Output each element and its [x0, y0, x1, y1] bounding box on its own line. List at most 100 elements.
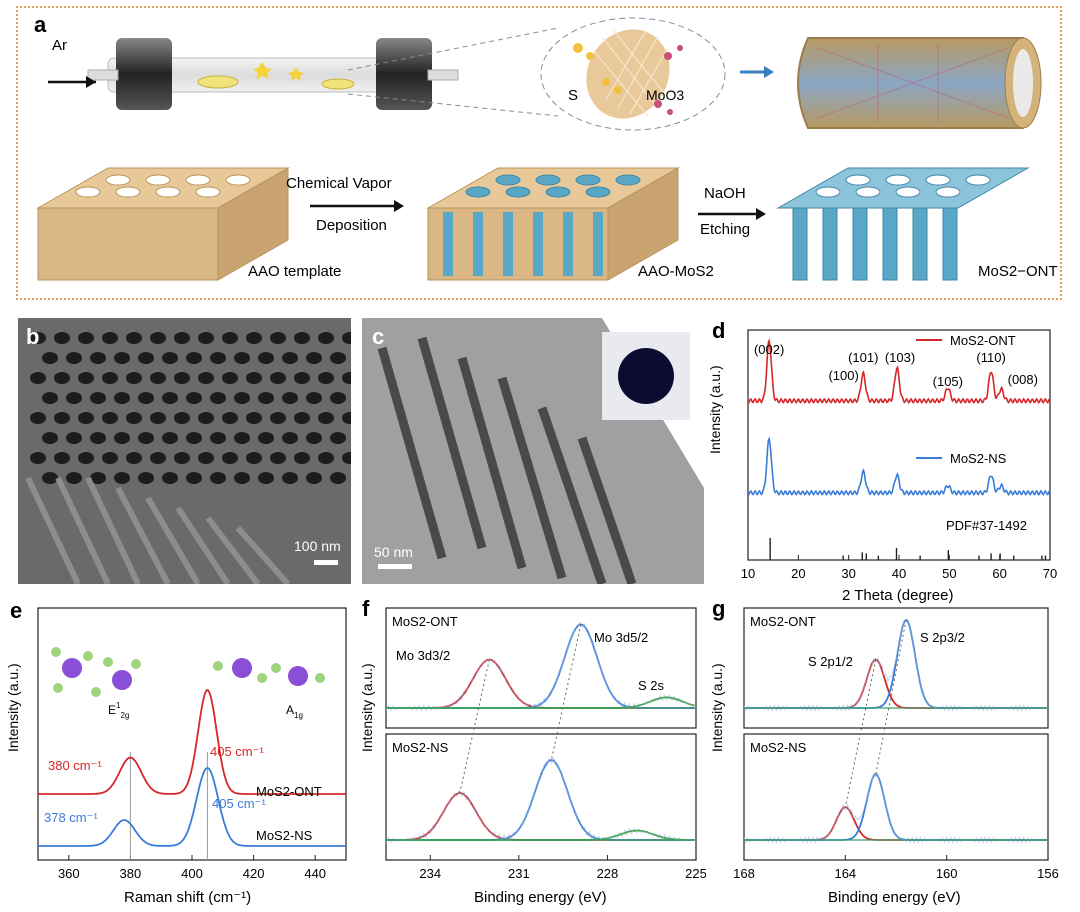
sem-pore	[258, 352, 274, 364]
peak-index-label: (100)	[828, 368, 858, 383]
peak-index-label: (002)	[754, 342, 784, 357]
sem-pore	[150, 452, 166, 464]
x-tick-label: 360	[58, 866, 80, 881]
peak-shift-guide	[875, 619, 907, 775]
x-tick-label: 50	[942, 566, 956, 581]
sem-pore	[186, 392, 202, 404]
sem-pore	[54, 372, 70, 384]
peak-shift-guide	[844, 659, 877, 808]
sem-pore	[306, 432, 322, 444]
sem-pore	[270, 412, 286, 424]
x-tick-label: 168	[733, 866, 755, 881]
sem-pore	[330, 432, 346, 444]
peak-position-label: 378 cm⁻¹	[44, 810, 98, 825]
xps-component-line	[386, 623, 695, 709]
sem-pore	[126, 412, 142, 424]
sem-pore	[270, 452, 286, 464]
sem-pore	[126, 452, 142, 464]
sem-pore	[54, 412, 70, 424]
sem-pore	[186, 472, 202, 484]
sem-texture	[18, 318, 351, 584]
sem-pore	[78, 412, 94, 424]
sem-pore	[198, 452, 214, 464]
panel-a-schematic: a Ar	[34, 12, 1058, 281]
sem-pore	[330, 472, 346, 484]
scale-bar-c	[378, 564, 412, 569]
mode-e2g-label: E12g	[108, 701, 129, 720]
sem-pore	[342, 452, 351, 464]
y-axis-label: Intensity (a.u.)	[707, 365, 723, 454]
sem-pore	[234, 392, 250, 404]
sem-pore	[246, 452, 262, 464]
sem-pore	[66, 392, 82, 404]
sem-pore	[306, 392, 322, 404]
x-tick-label: 164	[834, 866, 856, 881]
scale-label-b: 100 nm	[294, 538, 341, 554]
panel-letter-f: f	[362, 596, 370, 621]
sem-pore	[294, 372, 310, 384]
x-tick-label: 380	[120, 866, 142, 881]
panel-letter-b: b	[26, 324, 40, 349]
sem-pore	[150, 372, 166, 384]
sem-pore	[102, 332, 118, 344]
sem-pore	[222, 332, 238, 344]
sem-pore	[270, 332, 286, 344]
sem-pore	[270, 372, 286, 384]
sem-pore	[342, 372, 351, 384]
x-axis-label: Binding energy (eV)	[474, 889, 607, 906]
sem-pore	[258, 392, 274, 404]
sample-label: MoS2-ONT	[392, 614, 458, 629]
x-tick-label: 20	[791, 566, 805, 581]
sem-pore	[162, 472, 178, 484]
sem-pore	[210, 392, 226, 404]
x-tick-label: 234	[419, 866, 441, 881]
sem-pore	[30, 372, 46, 384]
cvd-step-label-1: Chemical Vapor	[286, 175, 392, 192]
sem-pore	[210, 352, 226, 364]
sem-pore	[222, 372, 238, 384]
molecule-a1g-icon	[213, 658, 325, 686]
sem-pore	[294, 452, 310, 464]
sem-pore	[90, 472, 106, 484]
sem-pore	[282, 392, 298, 404]
sem-pore	[318, 372, 334, 384]
sem-pore	[66, 432, 82, 444]
raman-series-line	[38, 767, 346, 847]
sem-pore	[30, 412, 46, 424]
sem-pore	[114, 472, 130, 484]
cvd-step-label-2: Deposition	[316, 217, 387, 234]
sem-pore	[102, 412, 118, 424]
sem-pore	[222, 452, 238, 464]
inset-film-sample	[618, 348, 674, 404]
sem-pore	[78, 372, 94, 384]
sem-pore	[66, 472, 82, 484]
panel-letter-a: a	[34, 12, 47, 37]
peak-index-label: (110)	[976, 350, 1005, 365]
sem-pore	[162, 432, 178, 444]
x-tick-label: 400	[181, 866, 203, 881]
x-tick-label: 231	[508, 866, 530, 881]
xps-peak-label: S 2p1/2	[808, 654, 853, 669]
sem-pore	[114, 392, 130, 404]
sem-pore	[186, 432, 202, 444]
sem-pore	[54, 332, 70, 344]
sem-pore	[294, 332, 310, 344]
sem-pore	[42, 432, 58, 444]
x-tick-label: 156	[1037, 866, 1059, 881]
sample-label: MoS2-NS	[392, 740, 449, 755]
sem-pore	[102, 372, 118, 384]
sem-pore	[222, 412, 238, 424]
xps-peak-label: S 2s	[638, 678, 665, 693]
xps-component-line	[386, 829, 695, 841]
panel-letter-c: c	[372, 324, 385, 349]
sample-label: MoS2-ONT	[750, 614, 816, 629]
sem-pore	[66, 352, 82, 364]
xrd-series-line	[747, 338, 1051, 404]
sem-pore	[90, 392, 106, 404]
sem-pore	[198, 372, 214, 384]
sem-pore	[138, 472, 154, 484]
plot-frame	[743, 607, 1049, 729]
label-aao-mos2: AAO-MoS2	[638, 263, 714, 280]
